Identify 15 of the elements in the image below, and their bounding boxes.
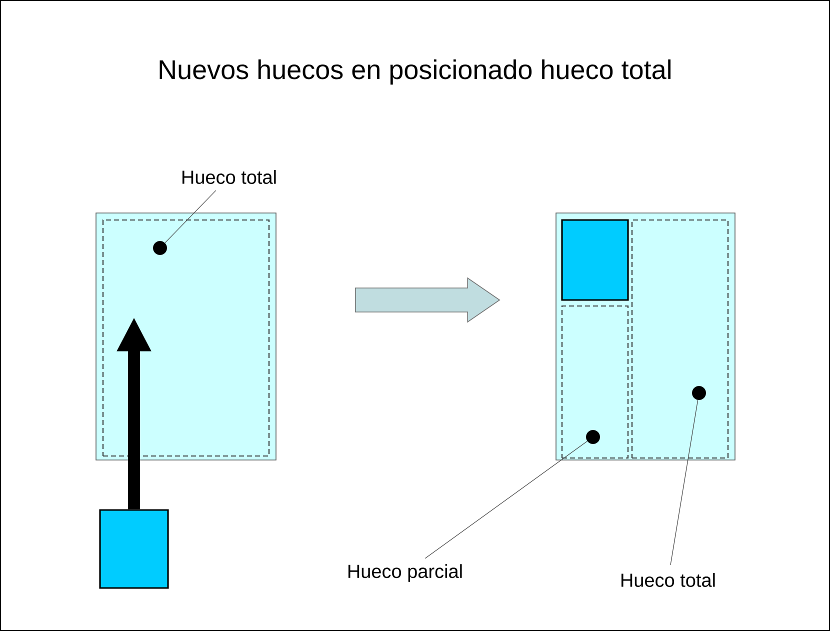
- dot-marker: [586, 430, 600, 444]
- callout-label: Hueco total: [622, 573, 715, 587]
- callout-label: Hueco total: [182, 170, 276, 184]
- dot-marker: [153, 241, 167, 255]
- leader-line: [670, 400, 698, 566]
- block-box: [99, 509, 169, 589]
- dot-marker: [692, 386, 706, 400]
- block-box: [561, 219, 629, 301]
- leader-line: [164, 190, 216, 244]
- dashed-region: [631, 219, 729, 459]
- leader-line: [424, 440, 588, 559]
- callout-label: Hueco parcial: [348, 564, 462, 582]
- block-arrow: [355, 277, 500, 323]
- dashed-region: [561, 305, 629, 459]
- title: Nuevos huecos en posicionado hueco total: [160, 59, 671, 85]
